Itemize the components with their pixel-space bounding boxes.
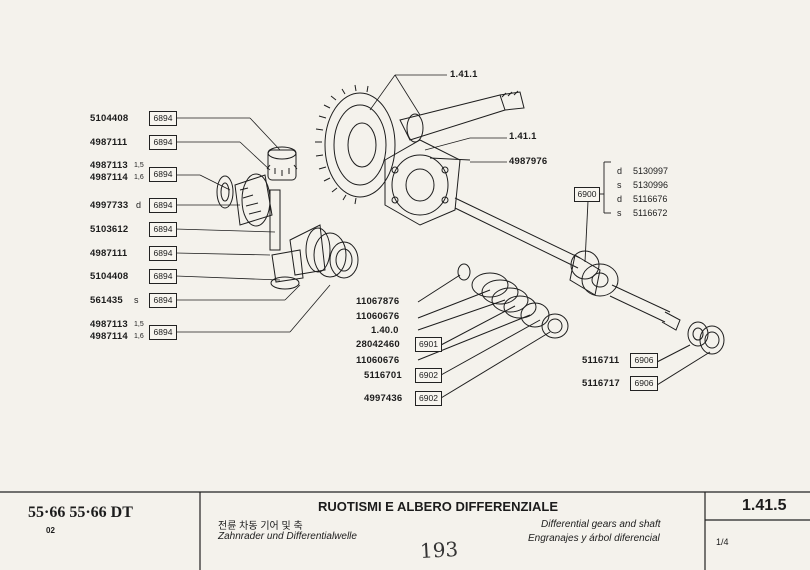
group-code-box: 6894 — [149, 135, 177, 150]
part-suffix: 1,6 — [134, 333, 144, 340]
group-code-box: 6894 — [149, 167, 177, 182]
pinion-shaft — [399, 90, 525, 143]
group-code-box: 6894 — [149, 269, 177, 284]
part-number: 5104408 — [90, 113, 129, 124]
part-number: 5116711 — [582, 355, 620, 366]
title-german: Zahnrader und Differentialwelle — [218, 531, 357, 542]
model-name: 55·66 55·66 DT — [28, 504, 133, 521]
part-suffix: 1,5 — [134, 162, 144, 169]
part-number: 4987113 — [90, 319, 128, 330]
group-code-box: 6906 — [630, 376, 658, 391]
part-suffix: 1,5 — [134, 321, 144, 328]
page-title: RUOTISMI E ALBERO DIFFERENZIALE — [318, 499, 559, 514]
top-leader-lines — [369, 74, 507, 163]
group-code-box: 6894 — [149, 111, 177, 126]
model-subcode: 02 — [46, 526, 55, 535]
group-code-box: 6894 — [149, 222, 177, 237]
part-number: 5130997 — [633, 166, 669, 176]
group-code-box: 6894 — [149, 246, 177, 261]
middle-rings — [417, 263, 569, 399]
seal-rings-right — [656, 321, 725, 386]
right-bracket — [584, 161, 611, 263]
group-code-box: 6906 — [630, 353, 658, 368]
group-code-box: 6894 — [149, 198, 177, 213]
left-leader-lines — [174, 117, 331, 333]
part-number: 5130996 — [633, 180, 669, 190]
ring-gear — [315, 84, 396, 205]
side-indicator: s — [617, 180, 622, 190]
group-code-box: 6902 — [415, 368, 442, 383]
drive-shaft — [454, 197, 681, 331]
group-code-box: 6902 — [415, 391, 442, 406]
left-differential-parts — [216, 146, 359, 290]
part-number: 4987114 — [90, 331, 128, 342]
group-code-box: 6894 — [149, 293, 177, 308]
side-indicator: d — [617, 194, 623, 204]
title-korean: 전륜 차동 기어 및 축 — [218, 521, 303, 532]
part-number: 28042460 — [356, 339, 400, 350]
title-block-frame — [0, 491, 810, 570]
part-number: 5104408 — [90, 271, 129, 282]
side-indicator: d — [617, 166, 623, 176]
differential-housing — [384, 139, 471, 226]
part-number: 5116717 — [582, 378, 620, 389]
part-number: 5103612 — [90, 224, 129, 235]
part-number: 4987111 — [90, 248, 128, 259]
part-number: 4987114 — [90, 172, 128, 183]
section-number: 1.41.5 — [742, 497, 787, 514]
part-number: 11060676 — [356, 355, 400, 366]
part-suffix: d — [136, 200, 142, 210]
group-code-box: 6900 — [574, 187, 600, 202]
part-number: 4997733 — [90, 200, 129, 211]
part-suffix: 1,6 — [134, 174, 144, 181]
group-code-box: 6901 — [415, 337, 442, 352]
part-number: 5116676 — [633, 194, 668, 204]
group-code-box: 6894 — [149, 325, 177, 340]
part-number: 5116701 — [364, 370, 402, 381]
sheet-number: 1/4 — [716, 537, 729, 547]
reference-label: 1.41.1 — [509, 131, 537, 142]
part-number: 11067876 — [356, 296, 400, 307]
part-suffix: s — [134, 295, 139, 305]
reference-label: 1.41.1 — [450, 69, 478, 80]
part-number: 4987111 — [90, 137, 128, 148]
title-spanish: Engranajes y árbol diferencial — [528, 533, 660, 544]
part-number: 5116672 — [633, 208, 668, 218]
title-english: Differential gears and shaft — [541, 519, 661, 530]
part-number: 4987113 — [90, 160, 128, 171]
part-number: 561435 — [90, 295, 123, 306]
part-number: 4997436 — [364, 393, 403, 404]
part-number: 4987976 — [509, 156, 548, 167]
handwritten-page-number: 193 — [419, 537, 459, 563]
part-number: 11060676 — [356, 311, 400, 322]
part-number: 1.40.0 — [371, 325, 399, 336]
side-indicator: s — [617, 208, 622, 218]
